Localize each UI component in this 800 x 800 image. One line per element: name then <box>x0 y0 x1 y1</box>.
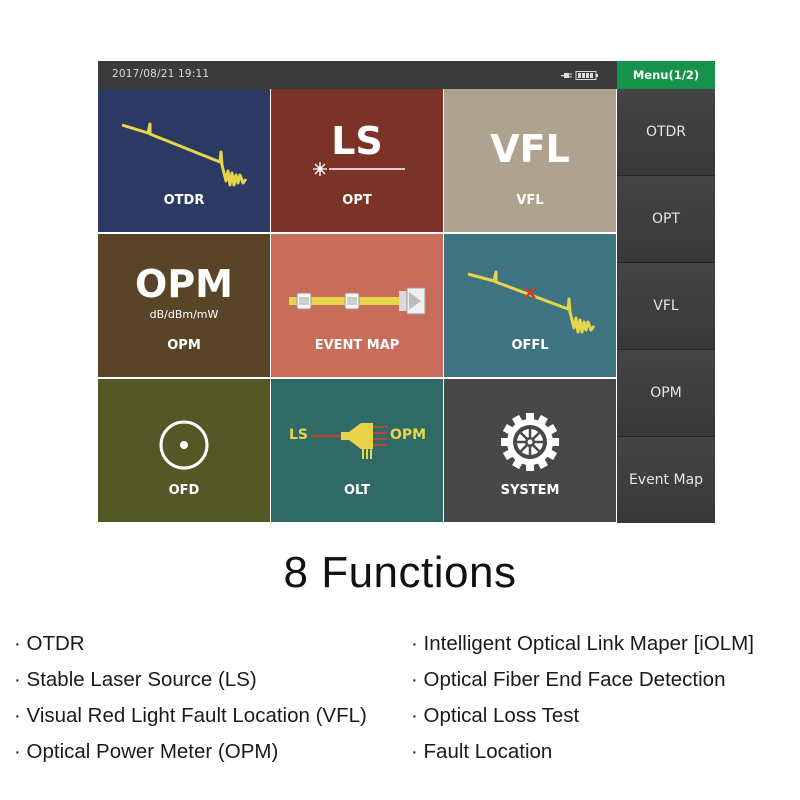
features-left: · OTDR · Stable Laser Source (LS) · Visu… <box>14 632 367 776</box>
tile-big-opm: OPM <box>135 262 233 306</box>
fault-trace-icon <box>467 270 596 334</box>
features-right: · Intelligent Optical Link Maper [iOLM] … <box>411 632 754 776</box>
menu-page-indicator: Menu(1/2) <box>617 61 715 89</box>
gear-icon <box>501 413 559 471</box>
feature-item: · Visual Red Light Fault Location (VFL) <box>14 704 367 727</box>
side-menu-item-opt[interactable]: OPT <box>617 176 715 263</box>
feature-item: · Optical Power Meter (OPM) <box>14 740 279 763</box>
tile-label-offl: OFFL <box>511 338 549 353</box>
olt-ls-text: LS <box>289 427 309 443</box>
side-menu-item-vfl[interactable]: VFL <box>617 263 715 350</box>
event-map-icon <box>289 287 426 315</box>
otdr-trace-icon <box>121 122 248 187</box>
feature-item: · Optical Loss Test <box>411 704 580 727</box>
tile-opm[interactable]: OPM dB/dBm/mW OPM <box>98 234 270 377</box>
tile-big-vfl: VFL <box>490 127 570 171</box>
tile-sub-opm-units: dB/dBm/mW <box>149 308 219 321</box>
side-menu: OTDR OPT VFL OPM Event Map <box>617 89 715 523</box>
feature-item: · Intelligent Optical Link Maper [iOLM] <box>411 632 754 655</box>
tile-ofd[interactable]: OFD <box>98 379 270 522</box>
tile-olt[interactable]: LS OPM OLT <box>271 379 443 522</box>
status-datetime: 2017/08/21 19:11 <box>112 68 210 80</box>
tile-big-ls: LS <box>331 119 383 163</box>
fault-x-icon <box>524 287 536 299</box>
status-bar: 2017/08/21 19:11 <box>98 61 617 89</box>
tile-label-otdr: OTDR <box>163 193 205 208</box>
olt-opm-text: OPM <box>390 427 427 443</box>
tile-label-event-map: EVENT MAP <box>314 338 400 353</box>
tile-label-ofd: OFD <box>168 483 200 498</box>
tile-label-vfl: VFL <box>516 193 544 208</box>
tile-system[interactable]: SYSTEM <box>444 379 616 522</box>
tile-label-system: SYSTEM <box>500 483 560 498</box>
status-icons <box>561 71 598 80</box>
battery-icon <box>575 71 598 80</box>
side-menu-item-event-map[interactable]: Event Map <box>617 437 715 523</box>
feature-item: · Fault Location <box>411 740 553 763</box>
side-menu-item-opm[interactable]: OPM <box>617 350 715 437</box>
feature-item: · Optical Fiber End Face Detection <box>411 668 726 691</box>
tile-offl[interactable]: OFFL <box>444 234 616 377</box>
side-menu-item-otdr[interactable]: OTDR <box>617 89 715 176</box>
circle-dot-icon <box>159 420 209 470</box>
tile-otdr[interactable]: OTDR <box>98 89 270 232</box>
tile-vfl[interactable]: VFL VFL <box>444 89 616 232</box>
laser-source-icon <box>313 162 405 176</box>
tile-label-opm: OPM <box>167 338 201 353</box>
splitter-icon <box>311 423 387 459</box>
feature-item: · OTDR <box>14 632 85 655</box>
tile-label-opt: OPT <box>342 193 372 208</box>
device-screen: 2017/08/21 19:11 Menu(1/2) <box>98 61 715 523</box>
tile-opt[interactable]: LS OPT <box>271 89 443 232</box>
tile-event-map[interactable]: EVENT MAP <box>271 234 443 377</box>
plug-icon <box>561 73 572 78</box>
function-grid: OTDR LS OPT VFL VFL OPM <box>98 89 617 523</box>
feature-item: · Stable Laser Source (LS) <box>14 668 257 691</box>
headline: 8 Functions <box>283 548 517 597</box>
tile-label-olt: OLT <box>343 483 371 498</box>
